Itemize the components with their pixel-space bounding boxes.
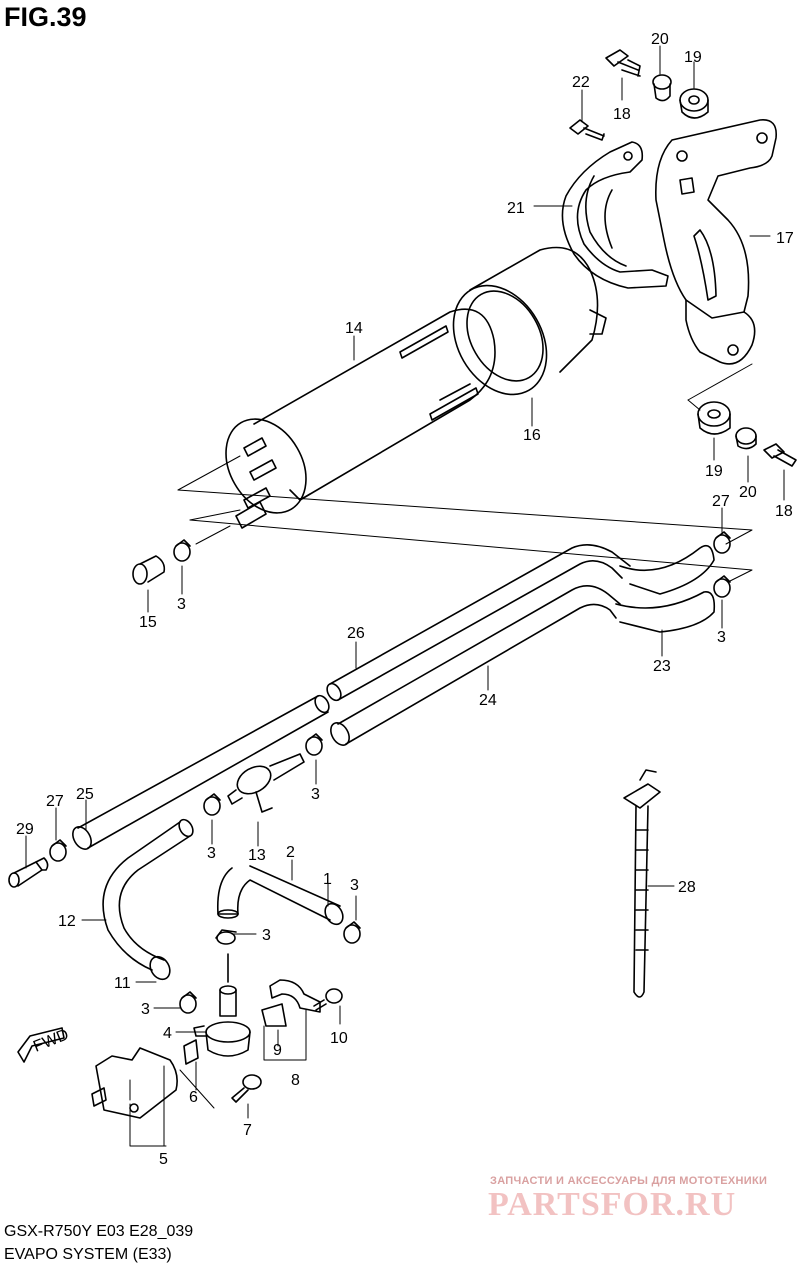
bolt-18-top <box>605 49 641 77</box>
callout-28: 28 <box>678 879 696 896</box>
callout-14: 14 <box>345 320 363 337</box>
clamp-3-g <box>179 991 197 1014</box>
callout-13: 13 <box>248 847 266 864</box>
figure-title: FIG.39 <box>4 2 87 32</box>
callout-20-top: 20 <box>651 31 669 48</box>
hose-25 <box>72 694 330 850</box>
callout-16: 16 <box>523 427 541 444</box>
callout-22: 22 <box>572 74 590 91</box>
bolt-10 <box>313 988 343 1011</box>
callout-18-lower: 18 <box>775 503 793 520</box>
callout-5: 5 <box>159 1151 168 1168</box>
callout-10: 10 <box>330 1030 348 1047</box>
joint-29 <box>8 857 49 888</box>
callout-2: 2 <box>286 844 295 861</box>
clamp-3-b <box>713 575 731 598</box>
clamp-3-f <box>215 929 237 945</box>
callout-3-f: 3 <box>262 927 271 944</box>
bolt-22 <box>569 119 605 141</box>
watermark-tagline: ЗАПЧАСТИ И АКСЕССУАРЫ ДЛЯ МОТОТЕХНИКИ <box>490 1175 768 1187</box>
footer-code: GSX-R750Y E03 E28_039 <box>4 1223 194 1240</box>
callout-11: 11 <box>114 975 131 992</box>
callout-25: 25 <box>76 786 94 803</box>
callout-3-b: 3 <box>717 629 726 646</box>
grommet-19-top <box>679 88 709 119</box>
callout-29: 29 <box>16 821 34 838</box>
watermark-logo: PARTSFOR.RU <box>488 1186 737 1223</box>
callout-3-g: 3 <box>141 1001 150 1018</box>
bracket-8 <box>261 979 321 1027</box>
callout-3-c: 3 <box>311 786 320 803</box>
valve-13 <box>227 753 305 813</box>
callout-20-lower: 20 <box>739 484 757 501</box>
callout-9: 9 <box>273 1042 282 1059</box>
clamp-3-a <box>173 539 191 562</box>
callout-27-a: 27 <box>712 493 730 510</box>
callout-21: 21 <box>507 200 525 217</box>
callout-19-top: 19 <box>684 49 702 66</box>
hose-23 <box>615 544 716 633</box>
cap-15 <box>132 555 166 585</box>
hose-12 <box>102 818 194 981</box>
callout-23: 23 <box>653 658 671 675</box>
clamp-3-e <box>343 921 361 944</box>
holder-6 <box>183 1039 199 1065</box>
fwd-arrow-icon <box>17 1027 65 1063</box>
clamp-27-b <box>49 839 67 862</box>
strap-21 <box>561 141 669 289</box>
callout-7: 7 <box>243 1122 252 1139</box>
callout-19-lower: 19 <box>705 463 723 480</box>
grommet-19-lower <box>697 401 731 435</box>
callout-3-e: 3 <box>350 877 359 894</box>
callout-17: 17 <box>776 230 794 247</box>
footer-name: EVAPO SYSTEM (E33) <box>4 1246 172 1263</box>
screw-7 <box>231 1074 262 1103</box>
hose-26 <box>326 544 631 702</box>
callout-6: 6 <box>189 1089 198 1106</box>
callout-18-top: 18 <box>613 106 631 123</box>
callout-12: 12 <box>58 913 76 930</box>
callout-3-d: 3 <box>207 845 216 862</box>
callout-26: 26 <box>347 625 365 642</box>
callout-4: 4 <box>163 1025 172 1042</box>
bolt-18-lower <box>763 443 797 467</box>
callout-24: 24 <box>479 692 497 709</box>
bracket-17 <box>655 119 777 365</box>
callout-numbers: 20 19 22 18 21 17 14 16 19 20 18 27 15 3… <box>16 31 794 1168</box>
clamp-3-d <box>203 793 221 816</box>
rubber-16 <box>452 246 607 396</box>
clamp-3-c <box>305 733 323 756</box>
clamp-27-a <box>713 531 731 554</box>
collar-20-lower <box>735 427 757 450</box>
callout-27-b: 27 <box>46 793 64 810</box>
callout-15: 15 <box>139 614 157 631</box>
collar-20-top <box>652 74 672 102</box>
assembly-guide-lines <box>177 363 753 583</box>
callout-8: 8 <box>291 1072 300 1089</box>
hose-24 <box>330 585 621 746</box>
cable-tie-28 <box>623 769 661 998</box>
callout-3-a: 3 <box>177 596 186 613</box>
callout-1: 1 <box>323 871 332 888</box>
callout-leaders <box>25 45 785 1147</box>
joint-4 <box>193 953 251 1057</box>
